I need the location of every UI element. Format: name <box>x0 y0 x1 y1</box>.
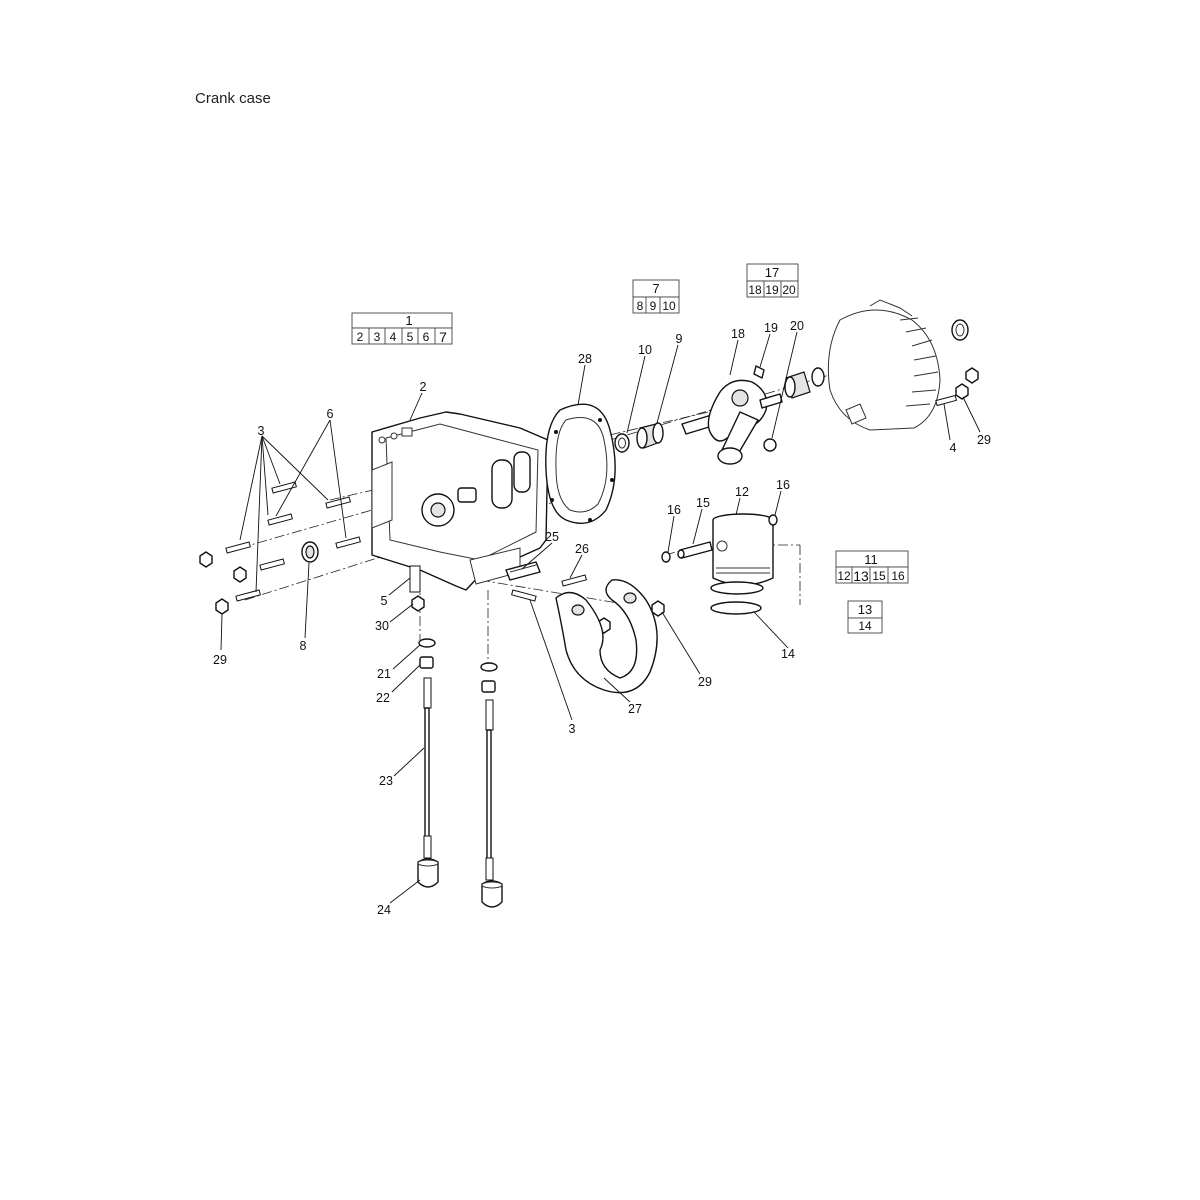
group-box-11-main: 11 <box>864 552 878 567</box>
page-title: Crank case <box>195 90 271 107</box>
group-box-17-sub: 19 <box>765 283 779 297</box>
callout-28: 28 <box>578 352 592 366</box>
callout-16: 16 <box>667 503 681 517</box>
piston-pin-part <box>677 541 713 559</box>
callout-10: 10 <box>638 343 652 357</box>
callout-21: 21 <box>377 667 391 681</box>
callout-18: 18 <box>731 327 745 341</box>
group-box-17: 17 18 19 20 <box>746 263 799 298</box>
needle-bearing-part <box>636 422 664 449</box>
handle-bracket-part <box>555 579 658 694</box>
group-box-7-sub: 10 <box>662 299 676 313</box>
washer-part <box>418 638 498 672</box>
callout-3: 3 <box>258 424 265 438</box>
group-box-7-main: 7 <box>652 281 659 296</box>
piston-ring-part <box>710 581 764 615</box>
seal-ring-part <box>614 433 630 453</box>
group-box-1-sub: 6 <box>423 330 430 344</box>
callout-29: 29 <box>698 675 712 689</box>
piston-part <box>712 513 774 586</box>
callout-29: 29 <box>213 653 227 667</box>
group-box-13-main: 13 <box>858 602 872 617</box>
callout-6: 6 <box>327 407 334 421</box>
rubber-buffer-part <box>417 858 503 908</box>
callout-labels: 2 3 6 28 10 9 18 19 20 4 29 12 15 16 16 … <box>213 319 991 917</box>
callout-27: 27 <box>628 702 642 716</box>
callout-25: 25 <box>545 530 559 544</box>
callout-2: 2 <box>420 380 427 394</box>
group-box-1-sub: 3 <box>374 330 381 344</box>
callout-3: 3 <box>569 722 576 736</box>
callout-5: 5 <box>381 594 388 608</box>
group-box-11-sub: 16 <box>891 569 905 583</box>
group-box-11-sub: 12 <box>837 569 851 583</box>
hex-nut-part <box>199 367 979 634</box>
flywheel-housing-part <box>827 299 969 431</box>
stud-bolt-part <box>225 394 958 602</box>
spacer-part <box>419 656 496 693</box>
callout-29: 29 <box>977 433 991 447</box>
callout-9: 9 <box>676 332 683 346</box>
group-box-1-sub: 7 <box>439 329 447 345</box>
main-bearing-part <box>784 367 825 399</box>
shaft-seal-part <box>301 541 319 563</box>
callout-15: 15 <box>696 496 710 510</box>
group-box-17-sub: 20 <box>782 283 796 297</box>
callout-12: 12 <box>735 485 749 499</box>
group-box-1-sub: 2 <box>357 330 364 344</box>
callout-19: 19 <box>764 321 778 335</box>
support-rod-part <box>423 677 494 881</box>
crankshaft-part <box>681 365 783 465</box>
callout-4: 4 <box>950 441 957 455</box>
group-box-11: 11 12 13 15 16 <box>835 550 909 584</box>
crankcase-part <box>371 411 549 591</box>
group-box-17-main: 17 <box>765 265 779 280</box>
group-box-11-sub: 13 <box>853 568 869 584</box>
group-box-13-sub: 14 <box>858 619 872 633</box>
group-box-1-sub: 5 <box>407 330 414 344</box>
group-box-1-sub: 4 <box>390 330 397 344</box>
callout-16: 16 <box>776 478 790 492</box>
group-box-13: 13 14 <box>847 600 883 634</box>
group-box-17-sub: 18 <box>748 283 762 297</box>
callout-20: 20 <box>790 319 804 333</box>
callout-14: 14 <box>781 647 795 661</box>
callout-23: 23 <box>379 774 393 788</box>
circlip-part <box>661 514 778 563</box>
callout-26: 26 <box>575 542 589 556</box>
callout-24: 24 <box>377 903 391 917</box>
group-box-7: 7 8 9 10 <box>632 279 680 314</box>
group-box-1: 1 2 3 4 5 6 7 <box>351 312 453 345</box>
callout-22: 22 <box>376 691 390 705</box>
leader-lines <box>220 331 981 904</box>
group-box-7-sub: 8 <box>637 299 644 313</box>
callout-30: 30 <box>375 619 389 633</box>
group-box-7-sub: 9 <box>650 299 657 313</box>
group-box-11-sub: 15 <box>872 569 886 583</box>
callout-8: 8 <box>300 639 307 653</box>
gasket-part <box>545 403 616 524</box>
group-box-1-main: 1 <box>405 313 412 328</box>
